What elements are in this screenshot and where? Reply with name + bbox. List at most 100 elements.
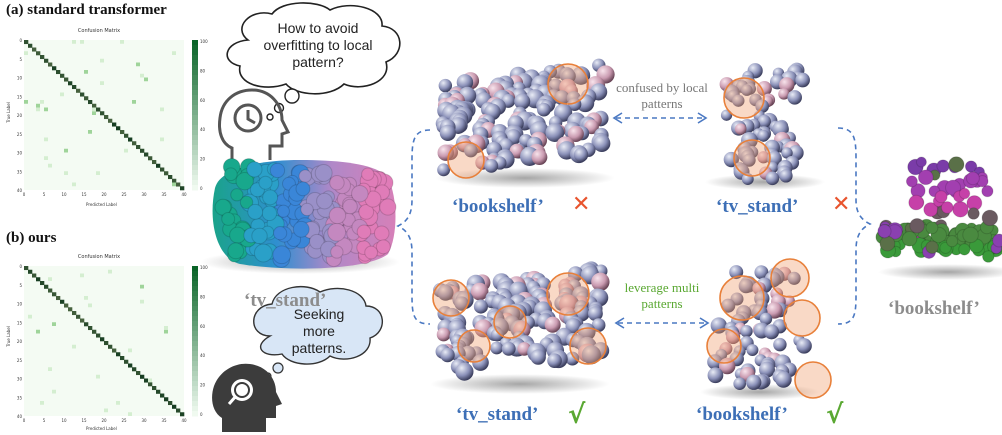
panel-b-title: (b) ours bbox=[6, 230, 57, 246]
cm-diagonal-cell bbox=[76, 88, 81, 93]
cm-xtick: 35 bbox=[161, 192, 167, 197]
cm-diagonal-cell bbox=[152, 386, 157, 391]
input-sphere bbox=[261, 205, 278, 222]
cm-ytick: 35 bbox=[17, 395, 23, 400]
point-sphere bbox=[775, 371, 792, 388]
cm-offdiag-cell bbox=[108, 269, 112, 274]
point-sphere bbox=[581, 345, 601, 365]
cm-offdiag-cell bbox=[128, 348, 132, 353]
cm-diagonal-cell bbox=[88, 326, 93, 331]
point-sphere bbox=[437, 284, 454, 301]
cm-diagonal-cell bbox=[64, 303, 69, 308]
cm-diagonal-cell bbox=[28, 43, 33, 48]
cm-diagonal-cell bbox=[132, 367, 137, 372]
output-sphere bbox=[967, 207, 980, 220]
cm-xtick: 10 bbox=[61, 418, 67, 423]
point-sphere bbox=[501, 341, 516, 356]
point-sphere bbox=[787, 90, 802, 105]
cm-a-title: Confusion Matrix bbox=[77, 28, 121, 34]
colorbar-segment bbox=[192, 95, 198, 101]
colorbar-segment bbox=[192, 45, 198, 51]
colorbar-segment bbox=[192, 391, 198, 397]
cm-offdiag-cell bbox=[128, 412, 132, 416]
cm-diagonal-cell bbox=[108, 118, 113, 123]
colorbar-segment bbox=[192, 85, 198, 91]
cm-offdiag-cell bbox=[148, 378, 152, 383]
thought-bubble bbox=[226, 2, 401, 121]
clock-head-icon bbox=[218, 88, 291, 160]
cm-diagonal-cell bbox=[68, 307, 73, 312]
point-sphere bbox=[732, 94, 745, 107]
input-sphere bbox=[295, 181, 311, 197]
cm-offdiag-cell bbox=[160, 107, 164, 112]
colorbar-segment bbox=[192, 165, 198, 171]
input-sphere bbox=[229, 226, 247, 244]
top-right-prediction: ‘tv_stand’ bbox=[716, 196, 799, 217]
cm-diagonal-cell bbox=[80, 318, 85, 323]
input-label: ‘tv_stand’ bbox=[244, 290, 327, 311]
colorbar-segment bbox=[192, 341, 198, 347]
cm-diagonal-cell bbox=[28, 269, 33, 274]
cm-diagonal-cell bbox=[48, 62, 53, 67]
cm-diagonal-cell bbox=[148, 382, 153, 387]
cm-diagonal-cell bbox=[120, 356, 125, 361]
cm-xtick: 5 bbox=[43, 192, 46, 197]
cm-diagonal-cell bbox=[52, 66, 57, 71]
cm-diagonal-cell bbox=[60, 299, 65, 304]
point-sphere bbox=[796, 338, 812, 354]
top-arrow bbox=[612, 112, 708, 124]
input-sphere bbox=[276, 204, 290, 218]
colorbar-segment bbox=[192, 266, 198, 272]
colorbar-tick: 20 bbox=[200, 383, 206, 388]
cm-diagonal-cell bbox=[104, 115, 109, 120]
point-sphere bbox=[437, 163, 451, 177]
cm-a-xlabel: Predicted Label bbox=[86, 202, 117, 207]
cm-xtick: 25 bbox=[121, 192, 127, 197]
cm-diagonal-cell bbox=[72, 311, 77, 316]
point-sphere bbox=[773, 337, 787, 352]
cm-diagonal-cell bbox=[32, 273, 37, 278]
input-sphere bbox=[361, 167, 375, 181]
cm-offdiag-cell bbox=[36, 107, 40, 112]
colorbar-segment bbox=[192, 336, 198, 342]
colorbar-tick: 100 bbox=[200, 39, 208, 44]
cm-offdiag-cell bbox=[72, 40, 76, 44]
input-sphere bbox=[239, 195, 254, 210]
output-sphere bbox=[925, 240, 939, 254]
cm-offdiag-cell bbox=[80, 273, 84, 278]
colorbar-segment bbox=[192, 356, 198, 362]
cm-offdiag-cell bbox=[72, 344, 76, 349]
colorbar-segment bbox=[192, 40, 198, 46]
point-sphere bbox=[787, 271, 801, 285]
output-sphere bbox=[879, 235, 896, 252]
input-sphere bbox=[292, 220, 310, 238]
colorbar-tick: 60 bbox=[200, 324, 206, 329]
output-sphere bbox=[945, 235, 959, 248]
cm-xtick: 10 bbox=[61, 192, 67, 197]
cm-ytick: 10 bbox=[17, 76, 23, 81]
cm-diagonal-cell bbox=[176, 408, 181, 413]
cm-xtick: 0 bbox=[23, 418, 26, 423]
cm-ytick: 10 bbox=[17, 302, 23, 307]
cm-diagonal-cell bbox=[44, 284, 49, 289]
colorbar-segment bbox=[192, 175, 198, 181]
colorbar-segment bbox=[192, 371, 198, 377]
input-object bbox=[200, 157, 400, 274]
colorbar-segment bbox=[192, 105, 198, 111]
input-sphere bbox=[316, 192, 333, 210]
cm-diagonal-cell bbox=[84, 322, 89, 327]
point-sphere bbox=[439, 124, 456, 141]
input-sphere bbox=[262, 189, 279, 206]
cm-offdiag-cell bbox=[40, 100, 44, 104]
cm-xtick: 0 bbox=[23, 192, 26, 197]
point-sphere bbox=[765, 171, 780, 186]
cm-diagonal-cell bbox=[64, 77, 69, 82]
point-sphere bbox=[587, 306, 603, 322]
input-sphere bbox=[358, 204, 375, 220]
right-brace bbox=[837, 127, 872, 325]
cm-ytick: 15 bbox=[17, 320, 23, 325]
cm-offdiag-cell bbox=[120, 40, 124, 44]
cm-diagonal-cell bbox=[100, 337, 105, 342]
colorbar-segment bbox=[192, 321, 198, 327]
cm-diagonal-cell bbox=[120, 130, 125, 135]
